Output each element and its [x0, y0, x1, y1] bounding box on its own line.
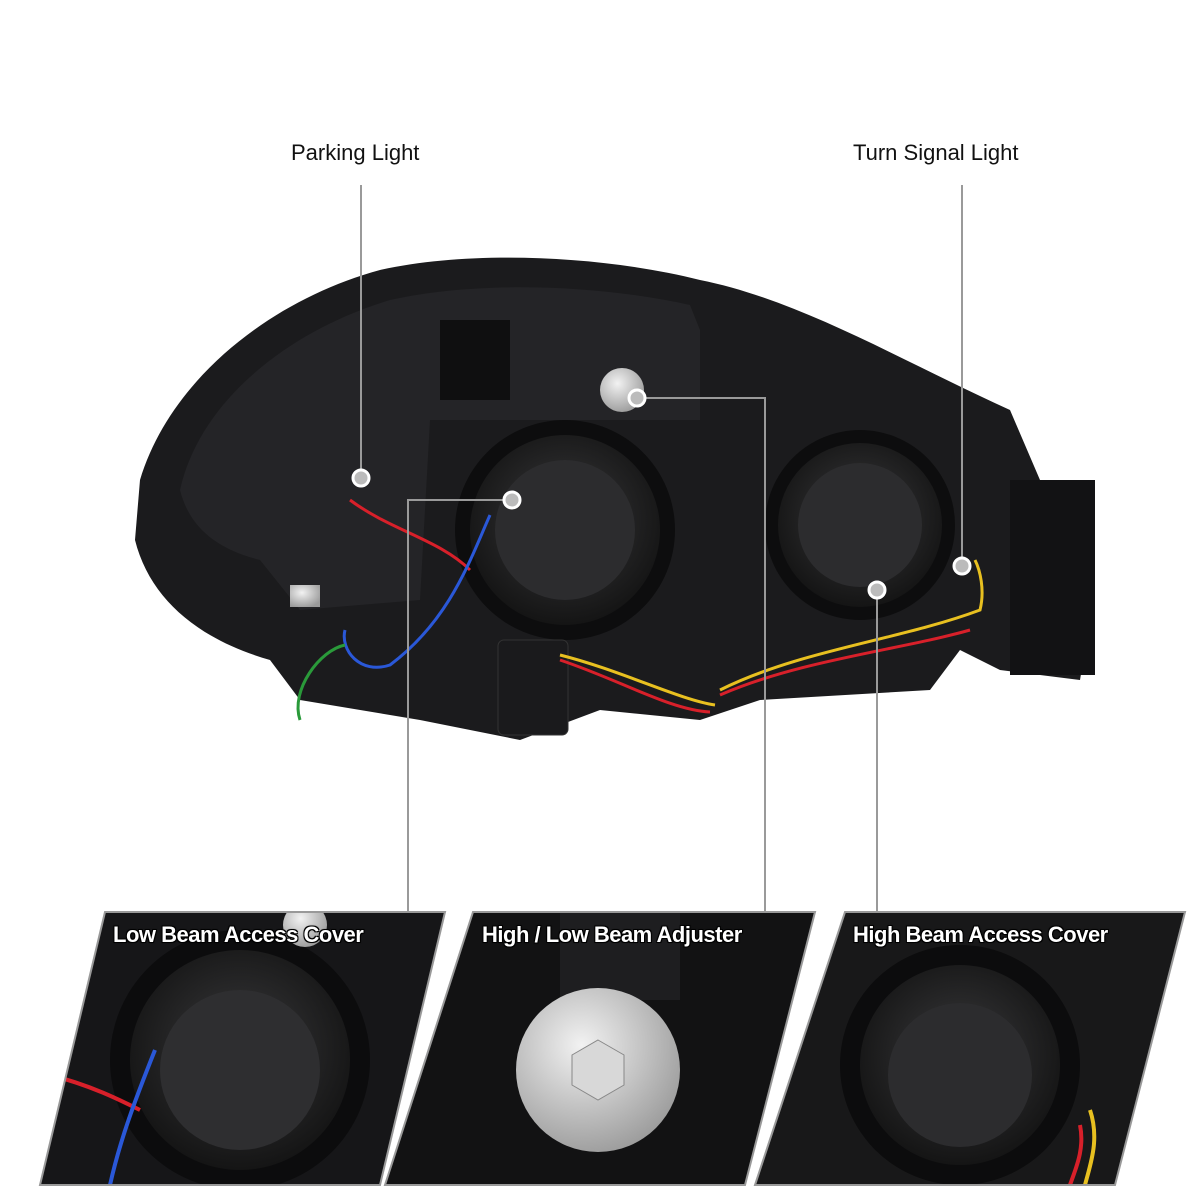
- inset-label-adjuster: High / Low Beam Adjuster: [482, 922, 742, 947]
- callout-turn-signal-light: Turn Signal Light: [853, 140, 1019, 165]
- inset-low-beam: [38, 911, 447, 1186]
- wiring: [296, 498, 984, 721]
- inset-label-low-beam: Low Beam Access Cover: [113, 922, 364, 947]
- callout-points: [351, 388, 972, 600]
- inset-label-high-beam: High Beam Access Cover: [853, 922, 1108, 947]
- headlight-housing: [135, 257, 1095, 740]
- callout-parking-light: Parking Light: [291, 140, 420, 165]
- leader-lines: [360, 185, 963, 912]
